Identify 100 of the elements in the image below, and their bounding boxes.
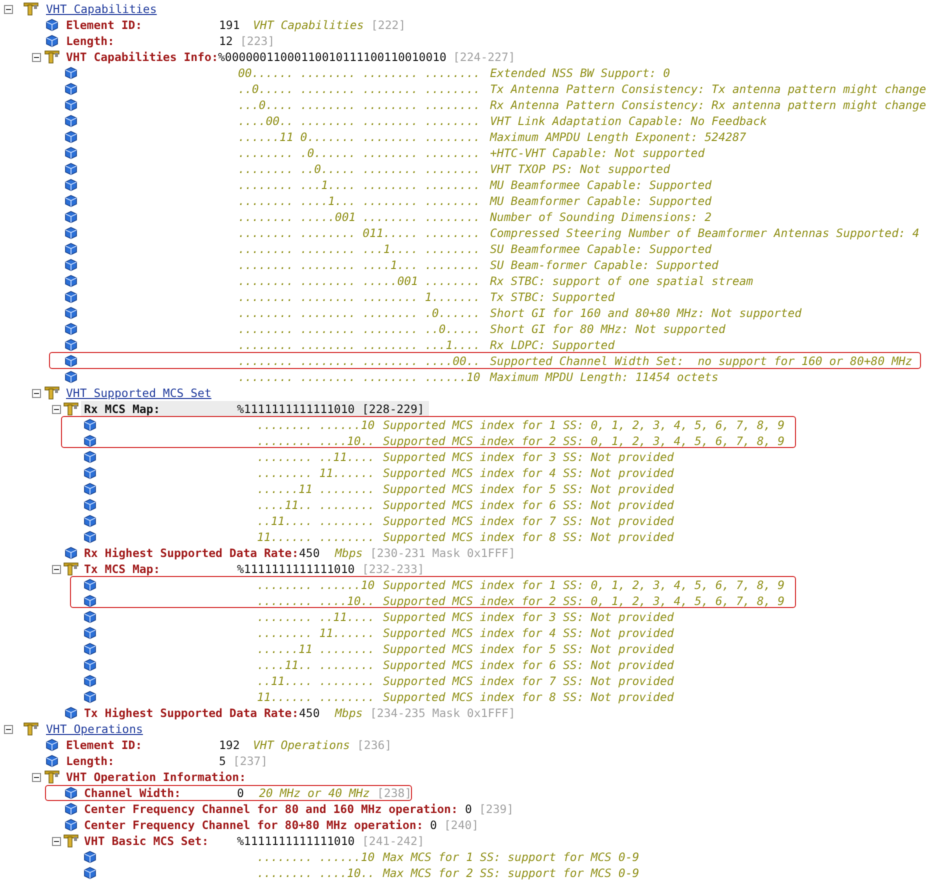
bit-mask: ........ ......10 bbox=[257, 578, 375, 592]
value-description: Supported MCS index for 1 SS: 0, 1, 2, 3, 4, 5, 6, 7, 8, 9 bbox=[383, 578, 785, 592]
bit-mask: ..11.... ........ bbox=[257, 674, 375, 688]
bit-mask: ......11 ........ bbox=[257, 642, 375, 656]
value-description: Supported MCS index for 8 SS: Not provided bbox=[383, 530, 674, 544]
field-name: Length: bbox=[66, 34, 114, 48]
bit-mask: ..0..... ........ ........ ........ bbox=[238, 82, 480, 96]
value-description: Supported Channel Width Set: no support for 160 or 80+80 MHz bbox=[490, 354, 912, 368]
value-description: Supported MCS index for 3 SS: Not provided bbox=[383, 450, 674, 464]
byte-offset: [222] bbox=[371, 18, 406, 32]
value-description: Supported MCS index for 4 SS: Not provided bbox=[383, 626, 674, 640]
field-value: 0 bbox=[430, 818, 437, 832]
value-description: Maximum MPDU Length: 11454 octets bbox=[490, 370, 718, 384]
bit-mask: ......11 ........ bbox=[257, 482, 375, 496]
highlight-box bbox=[49, 352, 921, 369]
field-name: Center Frequency Channel for 80+80 MHz operation: bbox=[84, 818, 424, 832]
field-value: 12 bbox=[219, 34, 233, 48]
field-name: Element ID: bbox=[66, 18, 142, 32]
field-value: 191 bbox=[219, 18, 240, 32]
bit-mask: ........ 11...... bbox=[257, 626, 375, 640]
field-value: %1111111111111010 bbox=[237, 562, 355, 576]
bit-mask: ....00.. ........ ........ ........ bbox=[238, 114, 480, 128]
value-description: Short GI for 160 and 80+80 MHz: Not supported bbox=[490, 306, 802, 320]
value-description: Supported MCS index for 3 SS: Not provided bbox=[383, 610, 674, 624]
field-name: VHT Capabilities Info: bbox=[66, 50, 218, 64]
section-heading: VHT Supported MCS Set bbox=[66, 386, 212, 400]
byte-offset: [240] bbox=[444, 818, 479, 832]
field-name: Channel Width: bbox=[84, 786, 181, 800]
value-description: VHT TXOP PS: Not supported bbox=[490, 162, 670, 176]
value-description: Maximum AMPDU Length Exponent: 524287 bbox=[490, 130, 746, 144]
bit-mask: 11...... ........ bbox=[257, 530, 375, 544]
bit-mask: ........ ......10 bbox=[257, 418, 375, 432]
field-name: Tx Highest Supported Data Rate: bbox=[84, 706, 299, 720]
byte-offset: [223] bbox=[240, 34, 275, 48]
byte-offset: [239] bbox=[479, 802, 514, 816]
bit-mask: ........ ........ ........ ...1.... bbox=[238, 338, 480, 352]
bit-mask: ........ ....10.. bbox=[257, 866, 375, 880]
field-value: 450 bbox=[299, 706, 320, 720]
bit-mask: ....11.. ........ bbox=[257, 498, 375, 512]
bit-mask: ........ ........ ........ .0...... bbox=[238, 306, 480, 320]
bit-mask: ....11.. ........ bbox=[257, 658, 375, 672]
byte-offset: [241-242] bbox=[362, 834, 424, 848]
bit-mask: 11...... ........ bbox=[257, 690, 375, 704]
byte-offset: [236] bbox=[357, 738, 392, 752]
bit-mask: ........ ........ ........ ..0..... bbox=[238, 322, 480, 336]
field-name: Center Frequency Channel for 80 and 160 MHz operation: bbox=[84, 802, 458, 816]
value-description: VHT Capabilities bbox=[253, 18, 364, 32]
field-name: Element ID: bbox=[66, 738, 142, 752]
value-description: Max MCS for 2 SS: support for MCS 0-9 bbox=[383, 866, 640, 880]
field-name: Rx MCS Map: bbox=[84, 402, 160, 416]
field-name: Rx Highest Supported Data Rate: bbox=[84, 546, 299, 560]
value-description: Supported MCS index for 2 SS: 0, 1, 2, 3, 4, 5, 6, 7, 8, 9 bbox=[383, 434, 785, 448]
byte-offset: [232-233] bbox=[362, 562, 424, 576]
highlight-box bbox=[70, 576, 796, 608]
bit-mask: ........ ....10.. bbox=[257, 434, 375, 448]
value-description: 20 MHz or 40 MHz bbox=[259, 786, 370, 800]
bit-mask: ........ ..0..... ........ ........ bbox=[238, 162, 480, 176]
byte-offset: [230-231 Mask 0x1FFF] bbox=[370, 546, 516, 560]
highlight-box bbox=[45, 785, 412, 801]
value-description: Supported MCS index for 5 SS: Not provided bbox=[383, 642, 674, 656]
value-description: Supported MCS index for 8 SS: Not provided bbox=[383, 690, 674, 704]
value-description: Tx STBC: Supported bbox=[490, 290, 615, 304]
bit-mask: ........ ........ ........ 1....... bbox=[238, 290, 480, 304]
bit-mask: ........ ......10 bbox=[257, 850, 375, 864]
value-description: Compressed Steering Number of Beamformer Antennas Supported: 4 bbox=[490, 226, 920, 240]
bit-mask: ...0.... ........ ........ ........ bbox=[238, 98, 480, 112]
value-description: VHT Operations bbox=[253, 738, 350, 752]
field-name: VHT Basic MCS Set: bbox=[84, 834, 209, 848]
field-value: %1111111111111010 bbox=[237, 834, 355, 848]
value-description: +HTC-VHT Capable: Not supported bbox=[490, 146, 705, 160]
field-value: 5 bbox=[219, 754, 226, 768]
bit-mask: ........ ........ ........ ......10 bbox=[238, 370, 480, 384]
bit-mask: ........ .....001 ........ ........ bbox=[238, 210, 480, 224]
value-description: MU Beamformee Capable: Supported bbox=[490, 178, 712, 192]
value-description: Supported MCS index for 7 SS: Not provided bbox=[383, 674, 674, 688]
bit-mask: ......11 0....... ........ ........ bbox=[238, 130, 480, 144]
value-description: Rx LDPC: Supported bbox=[490, 338, 615, 352]
value-description: SU Beam-former Capable: Supported bbox=[490, 258, 718, 272]
bit-mask: ........ ....10.. bbox=[257, 594, 375, 608]
field-value: 0 bbox=[465, 802, 472, 816]
bit-mask: ........ ........ 011..... ........ bbox=[238, 226, 480, 240]
field-name: Length: bbox=[66, 754, 114, 768]
bit-mask: ........ ..11.... bbox=[257, 610, 375, 624]
field-value: 0 bbox=[237, 786, 244, 800]
field-value: 192 bbox=[219, 738, 240, 752]
value-description: Short GI for 80 MHz: Not supported bbox=[490, 322, 726, 336]
section-heading: VHT Operations bbox=[46, 722, 143, 736]
value-description: Supported MCS index for 6 SS: Not provided bbox=[383, 498, 674, 512]
bit-mask: ........ .0...... ........ ........ bbox=[238, 146, 480, 160]
bit-mask: ........ ...1.... ........ ........ bbox=[238, 178, 480, 192]
value-description: Rx Antenna Pattern Consistency: Rx antenna pattern might change bbox=[490, 98, 926, 112]
byte-offset: [224-227] bbox=[453, 50, 516, 64]
section-heading: VHT Capabilities bbox=[46, 2, 157, 16]
value-description: Extended NSS BW Support: 0 bbox=[490, 66, 670, 80]
bit-mask: ........ ........ ....1... ........ bbox=[238, 258, 480, 272]
value-description: SU Beamformee Capable: Supported bbox=[490, 242, 712, 256]
value-description: Supported MCS index for 2 SS: 0, 1, 2, 3, 4, 5, 6, 7, 8, 9 bbox=[383, 594, 785, 608]
value-description: Supported MCS index for 7 SS: Not provided bbox=[383, 514, 674, 528]
bit-mask: ........ ..11.... bbox=[257, 450, 375, 464]
byte-offset: [228-229] bbox=[362, 402, 424, 416]
